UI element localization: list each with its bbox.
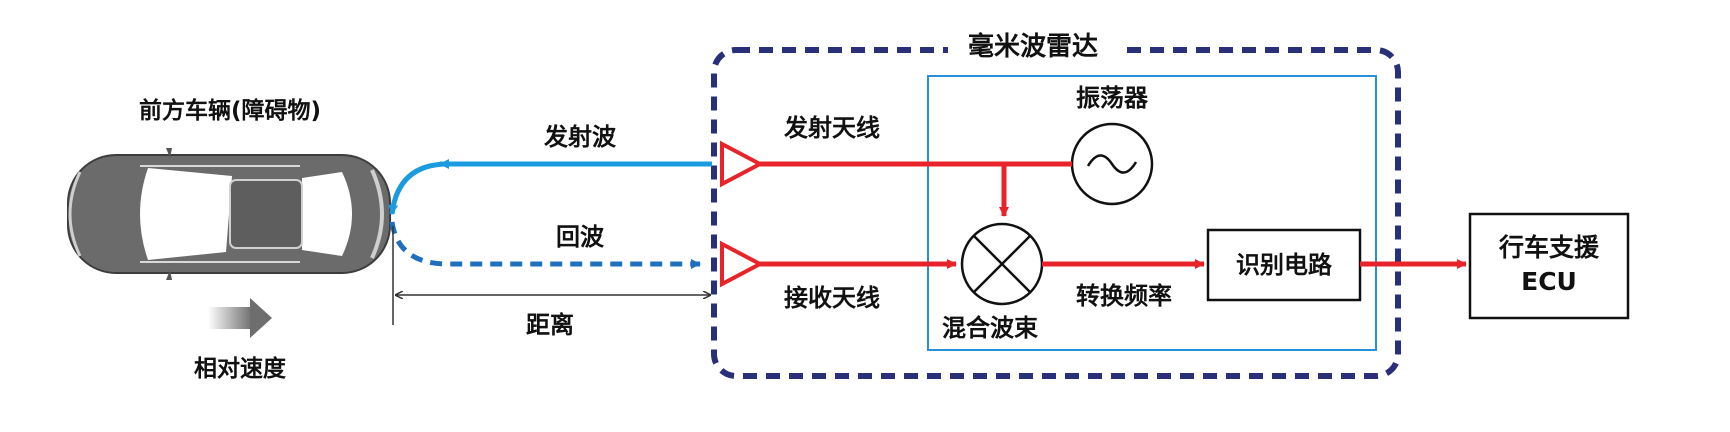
oscillator-label: 振荡器: [1076, 84, 1149, 112]
echo-wave-label: 回波: [556, 223, 605, 251]
transmit-wave-label: 发射波: [543, 123, 617, 151]
radar-boundary: [711, 47, 1401, 379]
relative-speed-arrow: [208, 298, 272, 338]
relative-speed-label: 相对速度: [194, 355, 287, 382]
recognition-circuit-label: 识别电路: [1236, 251, 1333, 279]
radar-inner-box: [927, 75, 1377, 351]
radar-title: 毫米波雷达: [968, 31, 1098, 62]
ecu-box: [1468, 212, 1630, 320]
receive-antenna-label: 接收天线: [784, 284, 880, 312]
ecu-label-line1: 行车支援: [1498, 233, 1600, 262]
transmit-wave-arrow: [388, 161, 712, 215]
ecu-label-line2: ECU: [1521, 267, 1577, 296]
distance-label: 距离: [526, 311, 574, 339]
front-vehicle-label: 前方车辆(障碍物): [139, 97, 321, 124]
frequency-conversion-label: 转换频率: [1076, 282, 1172, 310]
transmit-antenna-icon: [720, 140, 765, 188]
front-vehicle: [67, 148, 391, 280]
echo-wave-arrow: [389, 221, 701, 269]
receive-antenna-icon: [720, 240, 765, 288]
mixer-label: 混合波束: [942, 314, 1039, 342]
transmit-antenna-label: 发射天线: [783, 114, 880, 142]
